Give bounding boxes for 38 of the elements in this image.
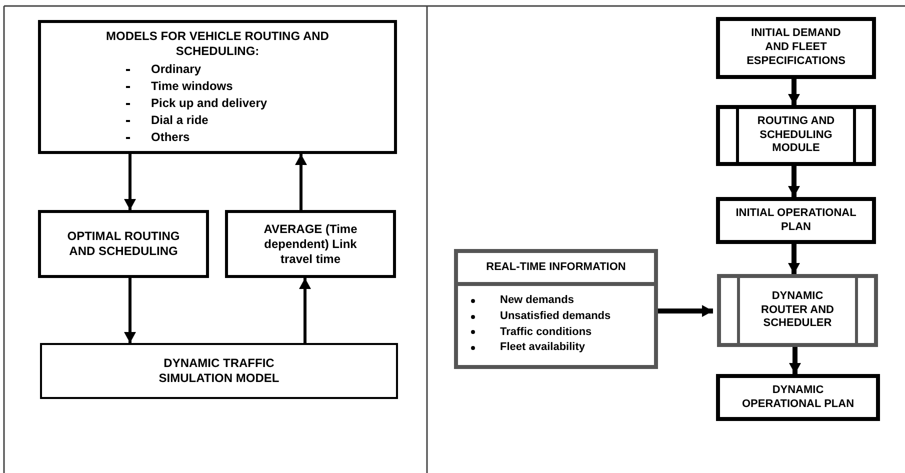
process-box xyxy=(716,105,876,166)
list-item: Ordinary xyxy=(151,62,202,77)
box-label: DYNAMIC OPERATIONAL PLAN xyxy=(740,384,856,412)
arrow xyxy=(124,154,136,210)
list-item: Dial a ride xyxy=(151,113,208,128)
list-item: Others xyxy=(151,130,190,145)
arrow xyxy=(295,154,307,210)
list-item: New demands xyxy=(500,294,574,308)
process-box xyxy=(717,274,878,347)
process-box xyxy=(38,20,397,154)
box-heading: REAL-TIME INFORMATION xyxy=(486,260,626,274)
list-item: Fleet availability xyxy=(500,341,585,355)
process-box xyxy=(38,210,209,278)
arrow xyxy=(788,79,800,105)
box-label: DYNAMIC ROUTER AND SCHEDULER xyxy=(760,290,835,332)
arrow xyxy=(789,347,801,374)
box-label: AVERAGE (Time dependent) Link travel time xyxy=(262,222,358,266)
arrow xyxy=(658,305,713,317)
arrow xyxy=(124,278,136,343)
box-label: DYNAMIC TRAFFIC SIMULATION MODEL xyxy=(158,356,280,386)
list-item: Pick up and delivery xyxy=(151,96,268,111)
process-box xyxy=(40,343,398,399)
arrow xyxy=(788,166,800,197)
process-box xyxy=(716,374,880,421)
process-box xyxy=(716,197,876,244)
box-label: INITIAL OPERATIONAL PLAN xyxy=(734,206,858,234)
process-box xyxy=(454,249,658,369)
process-box xyxy=(716,17,876,79)
box-label: OPTIMAL ROUTING AND SCHEDULING xyxy=(66,229,181,259)
list-item: Unsatisfied demands xyxy=(500,310,611,324)
arrow xyxy=(788,244,800,274)
process-box xyxy=(225,210,396,278)
list-item: Time windows xyxy=(151,79,233,94)
arrow xyxy=(299,278,311,343)
box-heading: MODELS FOR VEHICLE ROUTING AND SCHEDULING: xyxy=(105,29,330,59)
list-item: Traffic conditions xyxy=(500,326,592,340)
box-label: INITIAL DEMAND AND FLEET ESPECIFICATIONS xyxy=(746,27,846,69)
box-label: ROUTING AND SCHEDULING MODULE xyxy=(756,114,836,156)
